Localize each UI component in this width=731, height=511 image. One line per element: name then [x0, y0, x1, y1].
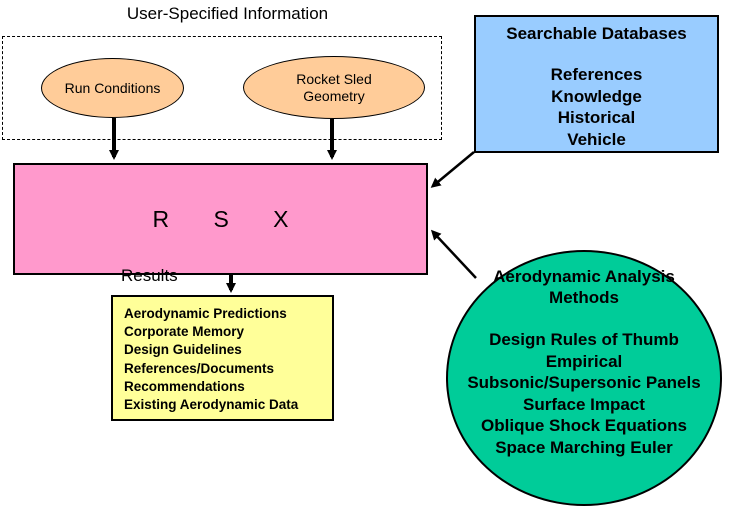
arrow-methods-to-rsx — [430, 229, 477, 279]
rsx-box: R S X — [13, 163, 428, 275]
searchable-databases-box: Searchable Databases References Knowledg… — [474, 15, 719, 153]
method-item: Surface Impact — [523, 394, 645, 414]
methods-title-line1: Aerodynamic Analysis — [493, 267, 675, 286]
results-box: Aerodynamic Predictions Corporate Memory… — [111, 295, 334, 421]
result-item: References/Documents — [124, 360, 275, 376]
rsx-label: R S X — [152, 205, 308, 232]
rocket-sled-label-line2: Geometry — [303, 87, 365, 104]
method-item: Empirical — [545, 351, 623, 371]
method-item: Design Rules of Thumb — [489, 330, 679, 349]
analysis-methods-circle: Aerodynamic Analysis Methods Design Rule… — [446, 250, 722, 506]
result-item: Recommendations — [124, 378, 245, 394]
method-item: Subsonic/Supersonic Panels — [467, 373, 701, 392]
user-info-title: User-Specified Information — [126, 4, 329, 23]
user-info-group — [2, 36, 442, 140]
arrow-db-to-rsx — [430, 151, 475, 188]
databases-title: Searchable Databases — [506, 24, 687, 43]
method-item: Oblique Shock Equations — [481, 416, 687, 435]
result-item: Corporate Memory — [124, 324, 245, 340]
methods-title-line2: Methods — [549, 288, 619, 307]
run-conditions-label: Run Conditions — [64, 79, 161, 96]
run-conditions-node: Run Conditions — [41, 58, 184, 118]
result-item: Design Guidelines — [124, 342, 242, 358]
result-item: Aerodynamic Predictions — [124, 306, 287, 321]
method-item: Space Marching Euler — [495, 437, 673, 457]
results-label: Results — [121, 266, 178, 285]
rocket-sled-geometry-node: Rocket Sled Geometry — [243, 56, 425, 119]
database-item: Knowledge — [551, 86, 642, 106]
rocket-sled-label-line1: Rocket Sled — [296, 70, 372, 87]
database-item: Vehicle — [567, 129, 626, 149]
result-item: Existing Aerodynamic Data — [124, 397, 299, 413]
database-item: Historical — [557, 108, 636, 127]
database-item: References — [550, 65, 643, 84]
